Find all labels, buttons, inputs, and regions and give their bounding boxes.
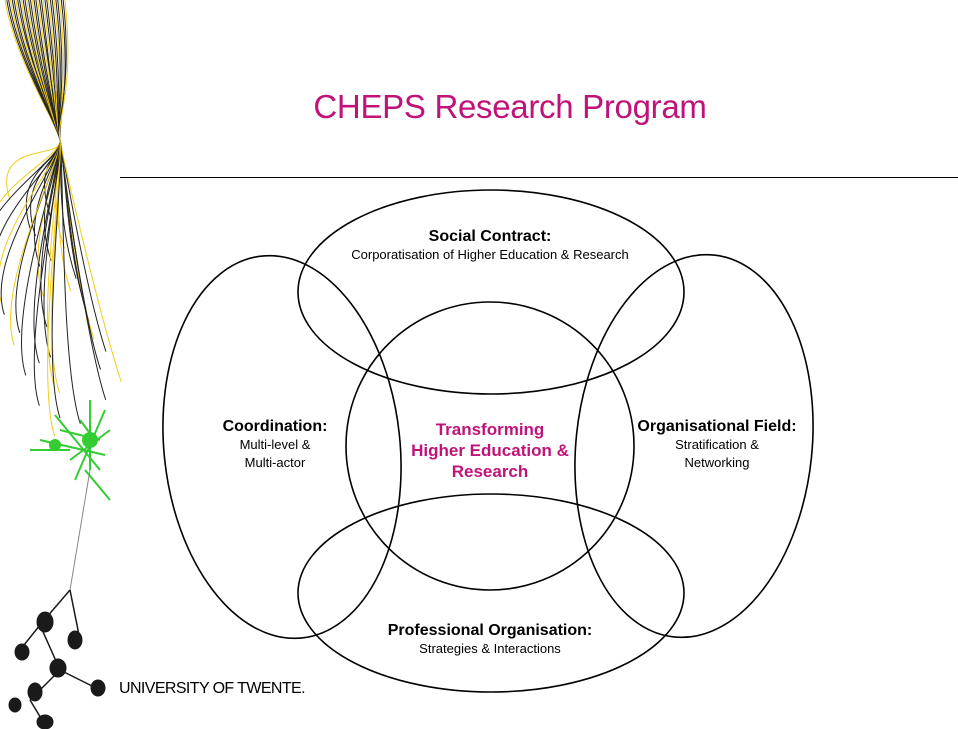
label-social-contract: Social Contract: Corporatisation of High… [300,228,680,264]
label-professional-organisation-sub: Strategies & Interactions [419,641,561,656]
ellipse-bottom [297,493,685,693]
neuron-graphic [30,400,111,591]
label-organisational-field-sub-2: Networking [684,455,750,470]
ellipse-left [162,254,402,640]
title-divider [120,177,958,178]
label-center-line-1: Transforming [435,420,545,439]
ellipse-top [297,189,685,395]
label-professional-organisation: Professional Organisation: Strategies & … [320,622,660,658]
label-coordination-sub-2: Multi-actor [244,455,306,470]
label-social-contract-heading: Social Contract: [428,228,552,245]
label-organisational-field-sub-1: Stratification & [675,437,759,452]
label-professional-organisation-heading: Professional Organisation: [387,622,593,639]
label-coordination: Coordination: Multi-level & Multi-actor [180,418,370,472]
label-center: Transforming Higher Education & Research [380,419,600,482]
label-coordination-sub-1: Multi-level & [239,437,311,452]
label-organisational-field: Organisational Field: Stratification & N… [612,418,822,472]
ellipse-center [345,301,635,591]
label-coordination-heading: Coordination: [222,418,328,435]
ellipse-right [574,253,814,639]
university-logo-ornament [0,0,122,729]
label-center-line-2: Higher Education & [411,441,569,460]
strand-line [59,0,107,401]
strand-line [47,0,69,437]
label-center-line-3: Research [451,462,529,481]
label-social-contract-sub: Corporatisation of Higher Education & Re… [351,247,629,262]
slide-title: CHEPS Research Program [313,88,707,125]
node-cluster-graphic [8,589,106,729]
strands-graphic [0,0,122,437]
university-name: UNIVERSITY OF TWENTE. [119,680,306,697]
label-organisational-field-heading: Organisational Field: [637,418,797,435]
